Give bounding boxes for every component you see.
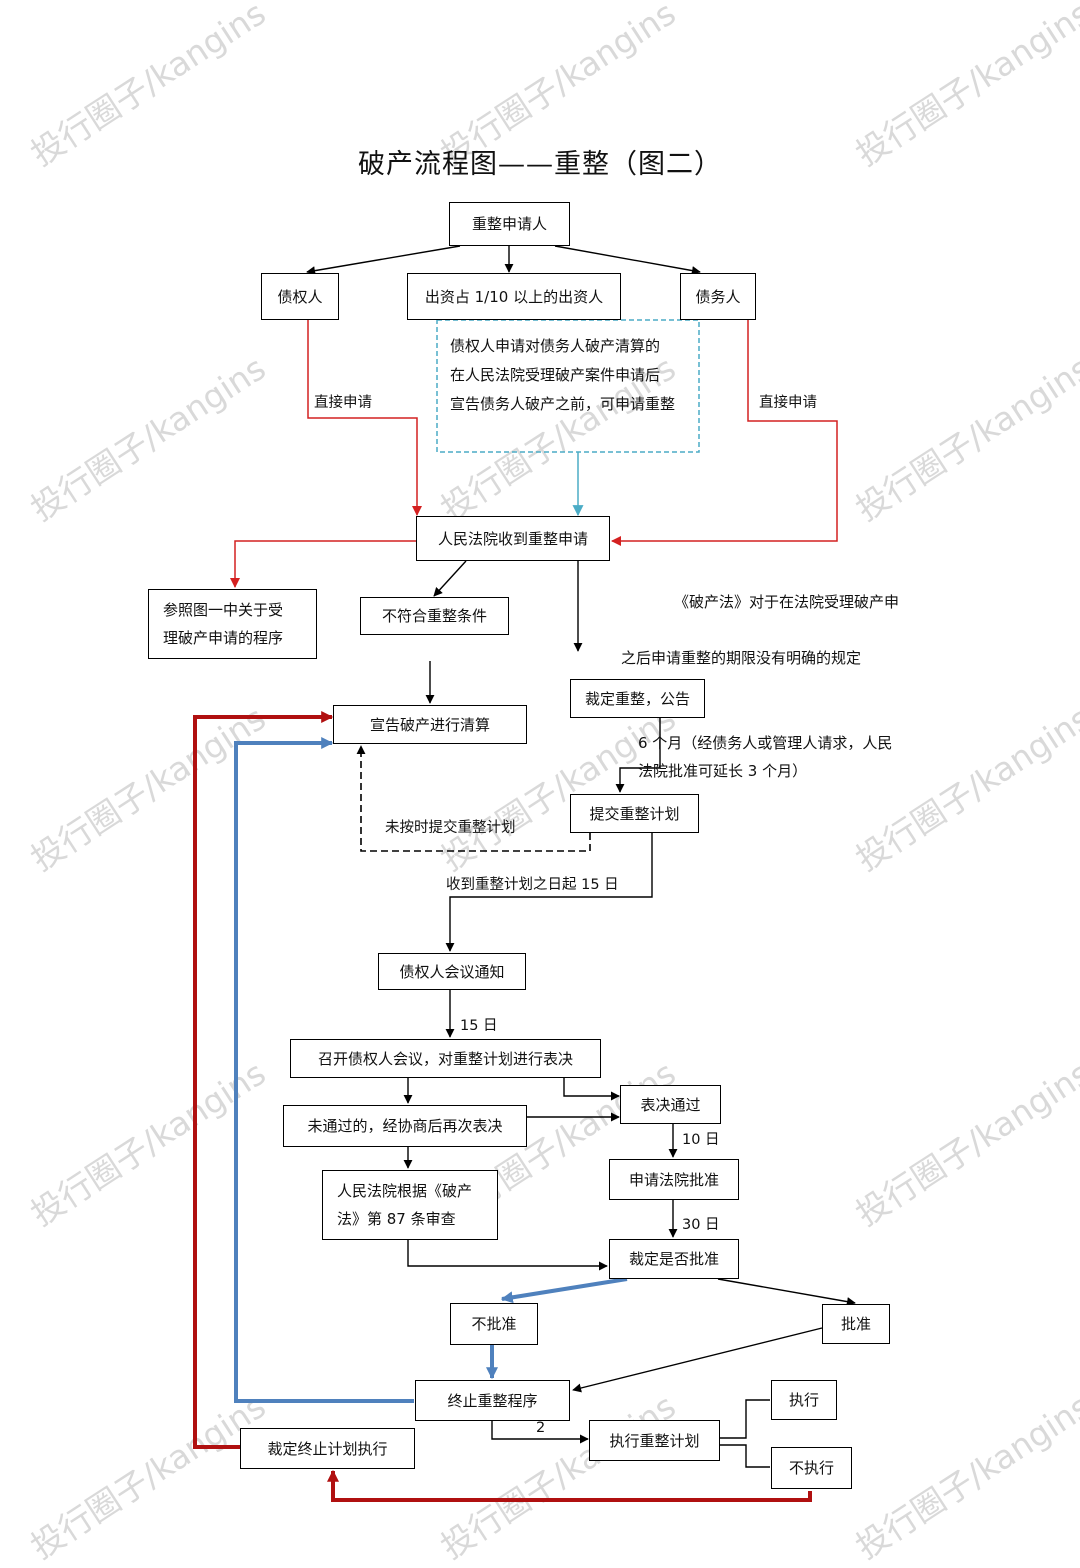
refer-figure-one-box: 参照图一中关于受 理破产申请的程序 <box>148 589 317 659</box>
six-months-note-line-1: 6 个月（经债务人或管理人请求，人民 <box>638 734 893 752</box>
ruling-approval-box: 裁定是否批准 <box>609 1239 739 1279</box>
court-receives-application-box: 人民法院收到重整申请 <box>416 516 610 561</box>
refer-figure-one-line-1: 参照图一中关于受 <box>163 601 284 619</box>
refer-figure-one-line-2: 理破产申请的程序 <box>163 629 284 647</box>
thirty-days-label: 30 日 <box>682 1217 720 1233</box>
dashed-note-line-3: 宣告债务人破产之前，可申请重整 <box>450 395 676 413</box>
direct-application-label-right: 直接申请 <box>759 395 817 411</box>
court-review-line-1: 人民法院根据《破产 <box>337 1182 473 1200</box>
six-months-note-line-2: 法院批准可延长 3 个月） <box>638 762 808 780</box>
debtor-box: 债务人 <box>680 273 756 320</box>
creditor-notice-box: 债权人会议通知 <box>378 953 526 990</box>
declare-bankruptcy-box: 宣告破产进行清算 <box>333 705 527 744</box>
creditor-box: 债权人 <box>261 273 339 320</box>
fifteen-days-from-plan-label: 收到重整计划之日起 15 日 <box>446 877 619 893</box>
fifteen-days-label: 15 日 <box>460 1018 498 1034</box>
reorg-applicant-box: 重整申请人 <box>449 202 570 246</box>
not-approved-box: 不批准 <box>450 1303 538 1345</box>
submit-plan-box: 提交重整计划 <box>570 794 699 833</box>
connector-lines <box>193 245 856 1502</box>
execute-box: 执行 <box>771 1380 837 1420</box>
terminate-reorganization-box: 终止重整程序 <box>415 1380 570 1421</box>
direct-application-label-left: 直接申请 <box>314 395 372 411</box>
passed-box: 表决通过 <box>620 1085 721 1124</box>
court-review-box: 人民法院根据《破产 法》第 87 条审查 <box>322 1170 498 1240</box>
execute-plan-box: 执行重整计划 <box>589 1420 720 1461</box>
creditor-meeting-box: 召开债权人会议，对重整计划进行表决 <box>290 1039 601 1078</box>
apply-court-approval-box: 申请法院批准 <box>609 1159 739 1200</box>
page-title: 破产流程图——重整（图二） <box>358 149 722 180</box>
not-qualified-box: 不符合重整条件 <box>360 597 509 635</box>
ruling-terminate-execution-box: 裁定终止计划执行 <box>240 1428 415 1469</box>
not-passed-box: 未通过的，经协商后再次表决 <box>283 1105 527 1147</box>
dashed-note-line-1: 债权人申请对债务人破产清算的 <box>450 337 661 355</box>
law-note-line-1: 《破产法》对于在法院受理破产申 <box>674 593 900 611</box>
law-note-line-2: 之后申请重整的期限没有明确的规定 <box>621 649 862 667</box>
investor-box: 出资占 1/10 以上的出资人 <box>407 273 621 320</box>
approved-box: 批准 <box>822 1304 890 1344</box>
not-submitted-label: 未按时提交重整计划 <box>385 820 516 836</box>
dashed-note-line-2: 在人民法院受理破产案件申请后 <box>450 366 661 384</box>
two-label: 2 <box>536 1420 546 1436</box>
ruling-reorganization-box: 裁定重整，公告 <box>570 679 705 718</box>
ten-days-label: 10 日 <box>682 1132 720 1148</box>
not-execute-box: 不执行 <box>771 1447 852 1489</box>
court-review-line-2: 法》第 87 条审查 <box>337 1210 456 1228</box>
